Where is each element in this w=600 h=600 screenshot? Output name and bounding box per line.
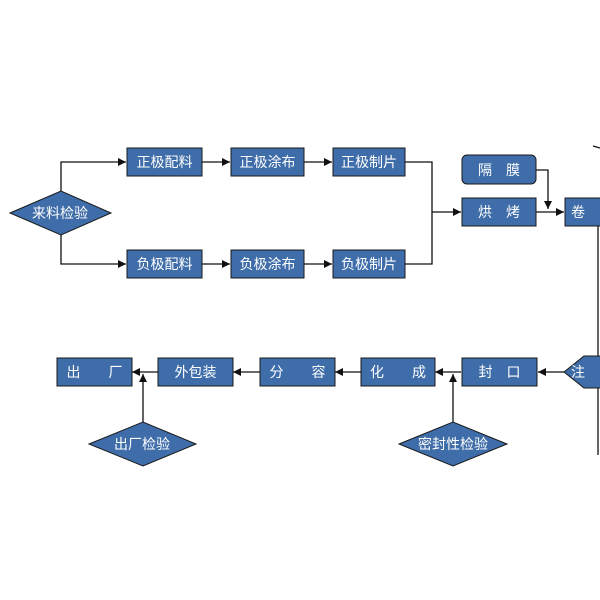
node-negative-coating: 负极涂布 <box>230 249 305 279</box>
node-negative-cutting-label: 负极制片 <box>341 257 397 273</box>
node-injection-label: 注 <box>571 365 585 381</box>
node-shipment-inspection-label: 出厂检验 <box>114 437 170 453</box>
inspection-nodes: 来料检验 出厂检验 密封性检验 注 <box>8 190 600 467</box>
node-injection: 注 <box>563 355 600 389</box>
connector-separator-to-winding <box>536 169 552 209</box>
node-winding-label: 卷 <box>571 205 585 221</box>
node-sealing: 封 口 <box>461 357 538 387</box>
node-shipment-label: 出 厂 <box>67 365 123 381</box>
node-positive-batching-label: 正极配料 <box>137 155 193 171</box>
node-positive-cutting: 正极制片 <box>332 147 406 177</box>
node-positive-batching: 正极配料 <box>126 147 203 177</box>
node-formation: 化 成 <box>360 357 436 387</box>
node-negative-batching: 负极配料 <box>126 249 203 279</box>
process-nodes: 正极配料 正极涂布 正极制片 负极配料 负极涂布 负极制片 隔 膜 烘 烤 <box>56 147 600 387</box>
node-seal-inspection-label: 密封性检验 <box>418 436 488 453</box>
node-negative-coating-label: 负极涂布 <box>240 257 296 273</box>
node-outer-packaging: 外包装 <box>157 357 234 387</box>
node-seal-inspection: 密封性检验 <box>397 421 509 467</box>
node-sorting: 分 容 <box>259 357 336 387</box>
connector-offscreen-arrow <box>592 145 600 149</box>
node-shipment: 出 厂 <box>56 357 133 387</box>
node-baking-label: 烘 烤 <box>478 205 520 221</box>
node-outer-packaging-label: 外包装 <box>175 365 217 381</box>
connector-inspection-to-positive-batching <box>60 158 126 194</box>
node-positive-coating-label: 正极涂布 <box>240 155 296 171</box>
node-sealing-label: 封 口 <box>479 365 521 381</box>
node-winding: 卷 <box>564 197 600 227</box>
connector-inspection-to-negative-batching <box>60 232 126 268</box>
node-negative-batching-label: 负极配料 <box>137 257 193 273</box>
connector-positive-cutting-to-merge <box>405 161 433 212</box>
node-negative-cutting: 负极制片 <box>332 249 406 279</box>
connector-negative-cutting-to-merge <box>405 212 433 265</box>
connectors <box>60 145 600 455</box>
node-separator-label: 隔 膜 <box>478 163 520 179</box>
node-baking: 烘 烤 <box>461 197 537 227</box>
node-separator: 隔 膜 <box>461 154 537 185</box>
node-sorting-label: 分 容 <box>270 364 326 381</box>
node-formation-label: 化 成 <box>370 365 426 381</box>
node-positive-cutting-label: 正极制片 <box>341 155 397 171</box>
node-incoming-inspection: 来料检验 <box>8 190 113 236</box>
node-incoming-inspection-label: 来料检验 <box>32 206 88 222</box>
node-positive-coating: 正极涂布 <box>230 147 305 177</box>
node-shipment-inspection: 出厂检验 <box>87 421 198 467</box>
